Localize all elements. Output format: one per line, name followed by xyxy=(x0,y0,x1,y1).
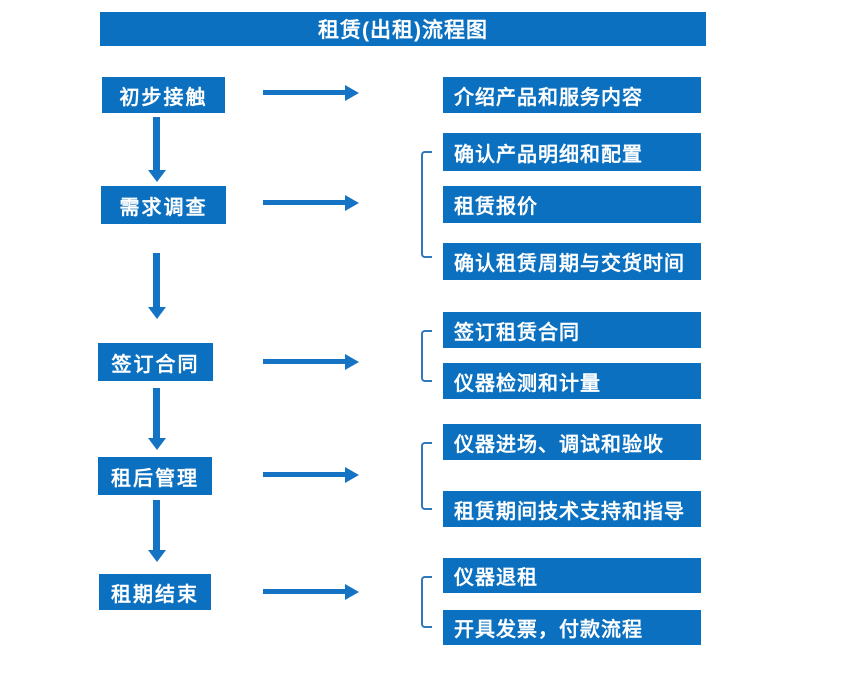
down-arrow-4 xyxy=(153,500,160,550)
right-arrow-4 xyxy=(263,472,345,477)
down-arrow-1 xyxy=(153,117,160,170)
right-arrow-3 xyxy=(263,359,345,364)
detail-box-tech-support: 租赁期间技术支持和指导 xyxy=(443,491,701,527)
bracket-group-3 xyxy=(421,330,432,382)
step-box-sign-contract: 签订合同 xyxy=(98,343,213,381)
down-arrow-2 xyxy=(153,253,160,307)
right-arrow-2 xyxy=(263,200,345,205)
detail-box-rental-quote: 租赁报价 xyxy=(443,186,701,223)
bracket-group-4 xyxy=(421,442,432,510)
step-box-rental-end: 租期结束 xyxy=(99,574,211,610)
step-box-post-rental-management: 租后管理 xyxy=(98,457,212,495)
detail-box-invoice-payment: 开具发票，付款流程 xyxy=(443,610,701,645)
detail-box-instrument-testing: 仪器检测和计量 xyxy=(443,363,701,399)
down-arrow-3 xyxy=(153,388,160,438)
detail-box-instrument-setup-acceptance: 仪器进场、调试和验收 xyxy=(443,424,701,460)
bracket-group-2 xyxy=(421,151,432,258)
detail-box-confirm-product-config: 确认产品明细和配置 xyxy=(443,133,701,171)
detail-box-sign-rental-contract: 签订租赁合同 xyxy=(443,312,701,348)
detail-box-instrument-return: 仪器退租 xyxy=(443,558,701,593)
step-box-initial-contact: 初步接触 xyxy=(102,77,225,113)
detail-box-confirm-period-delivery: 确认租赁周期与交货时间 xyxy=(443,243,701,280)
detail-box-introduce-products: 介绍产品和服务内容 xyxy=(443,77,701,113)
right-arrow-5 xyxy=(263,589,345,594)
bracket-group-5 xyxy=(421,576,432,628)
diagram-title: 租赁(出租)流程图 xyxy=(100,12,706,46)
step-box-demand-survey: 需求调查 xyxy=(101,186,226,224)
right-arrow-1 xyxy=(263,90,345,95)
